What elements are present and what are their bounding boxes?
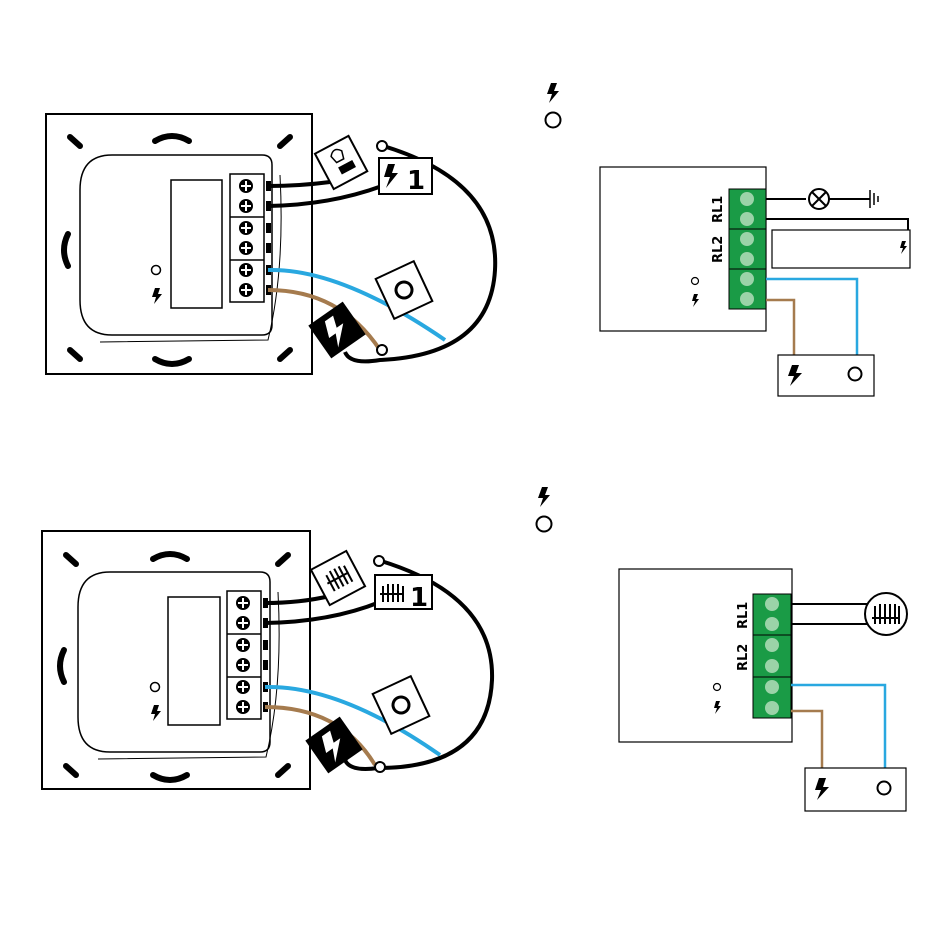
cable-tie-icon: [375, 762, 385, 772]
rl1-label: RL1: [711, 196, 726, 223]
neutral-wire: [791, 685, 885, 768]
legend-bottom: [537, 487, 552, 532]
cable-tie-icon: [377, 141, 387, 151]
neutral-tag-icon: [376, 261, 433, 319]
relay-terminal-block: [729, 189, 766, 309]
neutral-tag-icon: [373, 676, 430, 734]
relay-terminal-block: [753, 594, 791, 718]
live-tag-icon: [308, 302, 365, 359]
live-supply-box: [772, 230, 910, 268]
legend-live-icon: [538, 487, 550, 507]
heater-icon: [865, 593, 907, 635]
legend-neutral-icon: [537, 517, 552, 532]
schematic-bottom: RL1 RL2: [619, 569, 907, 811]
legend-live-icon: [547, 83, 559, 103]
neutral-wire: [766, 279, 857, 355]
live-wire: [791, 711, 822, 768]
legend-neutral-icon: [546, 113, 561, 128]
live-tag-icon: [305, 717, 362, 774]
lamp-icon: [809, 189, 829, 209]
relay-tag-icon: 1: [379, 158, 432, 196]
rl1-label: RL1: [736, 602, 751, 629]
display-window: [171, 180, 222, 308]
live-wire: [766, 300, 794, 355]
cable-tie-icon: [374, 556, 384, 566]
rl2-label: RL2: [736, 644, 751, 671]
relay-tag-number: 1: [410, 583, 428, 613]
cable-tie-icon: [377, 345, 387, 355]
legend-top: [546, 83, 561, 128]
display-window: [168, 597, 220, 725]
thermostat-unit-top: 1: [46, 114, 495, 374]
rl2-label: RL2: [711, 236, 726, 263]
relay-tag-icon: 1: [375, 575, 432, 613]
earth-icon: [870, 190, 878, 208]
panel-top-lighting: 1 RL1: [46, 83, 910, 396]
relay-tag-number: 1: [407, 166, 425, 196]
thermostat-unit-bottom: 1: [42, 531, 492, 789]
panel-bottom-heating: 1 RL1: [42, 487, 907, 811]
schematic-top: RL1 RL2: [600, 167, 910, 396]
